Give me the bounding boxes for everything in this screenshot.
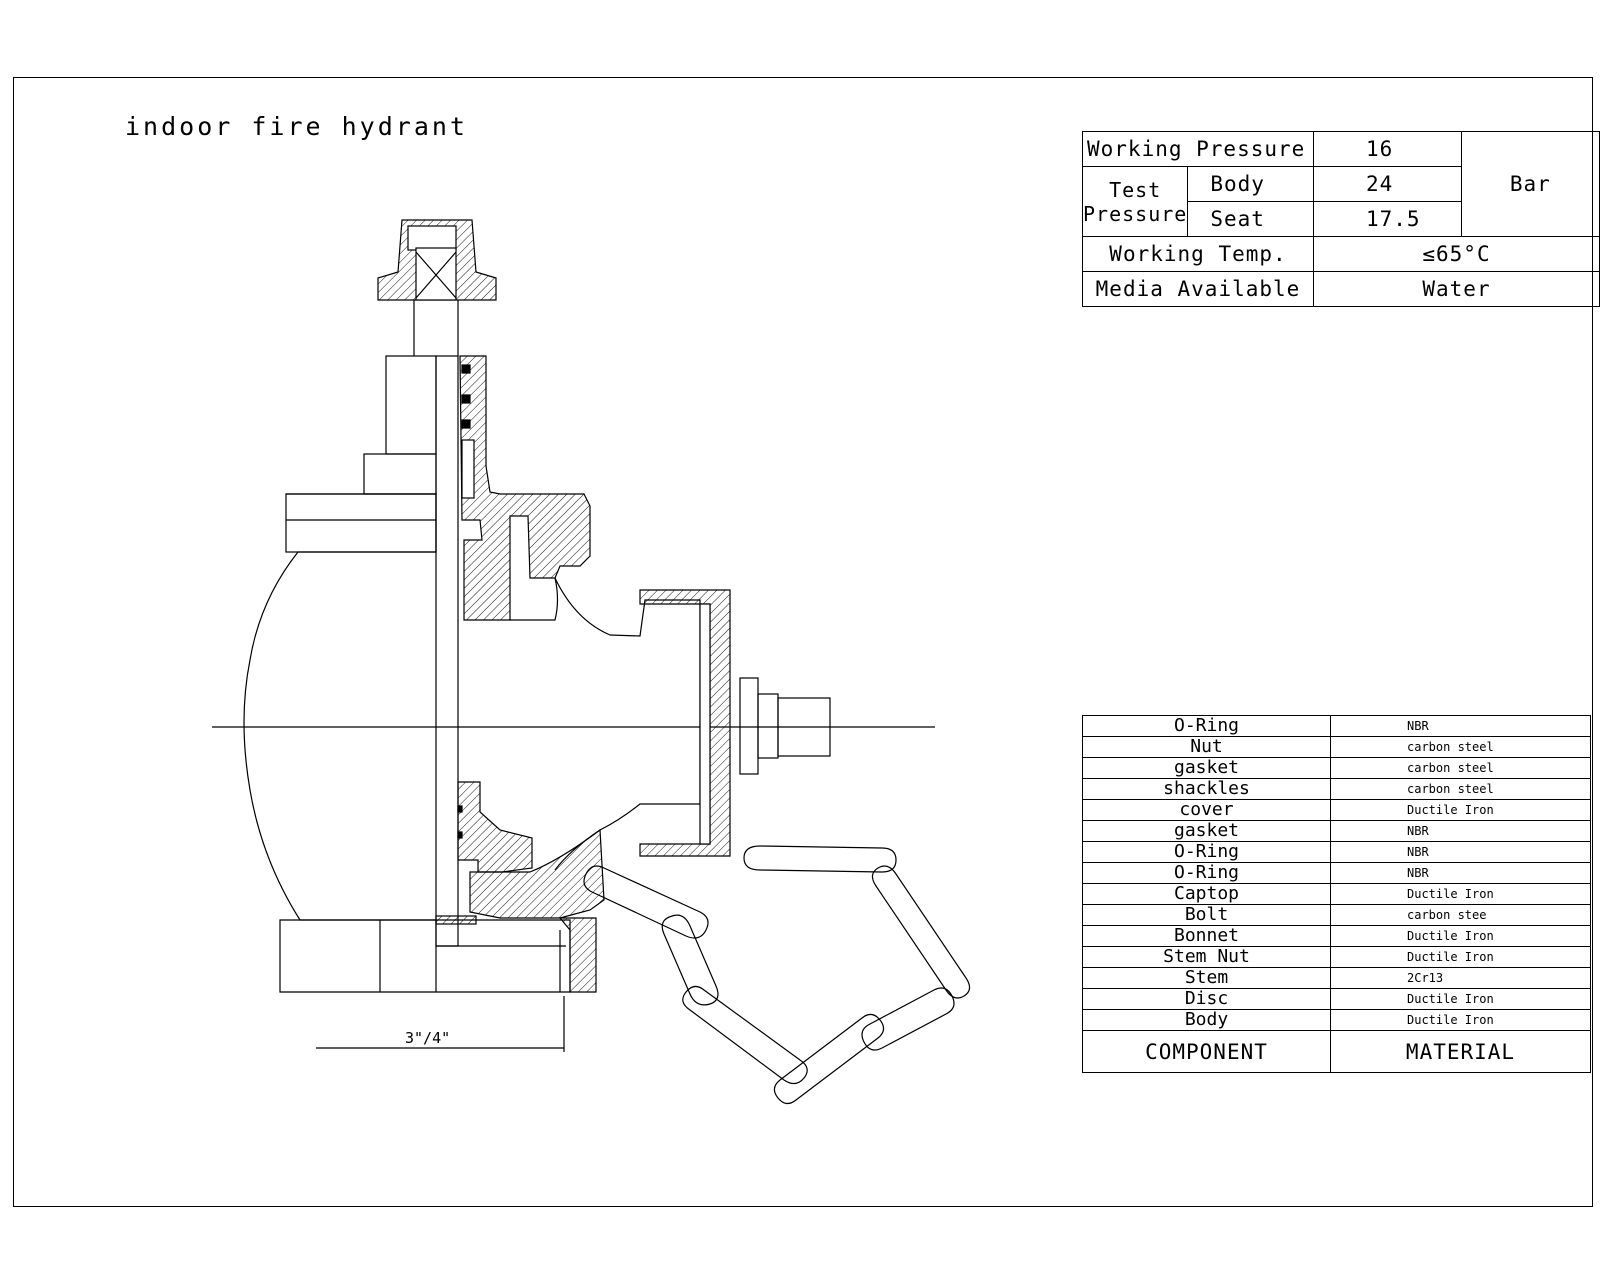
cover [639,589,731,857]
bom-material: Ductile Iron [1330,925,1591,947]
pressure-unit: Bar [1460,131,1600,237]
bom-material: Ductile Iron [1330,988,1591,1010]
bom-component: Stem Nut [1082,946,1331,968]
working-temp-label: Working Temp. [1082,236,1314,272]
drawing-frame [13,77,1593,1207]
seat-pressure-label: Seat [1187,201,1314,237]
bom-material: Ductile Iron [1330,799,1591,821]
inlet-hex [279,919,571,993]
bom-material: carbon steel [1330,757,1591,779]
working-pressure-label: Working Pressure [1082,131,1314,167]
bom-component: O-Ring [1082,715,1331,737]
bom-component: O-Ring [1082,862,1331,884]
bom-material: Ductile Iron [1330,883,1591,905]
bom-material: NBR [1330,715,1591,737]
bom-material: NBR [1330,841,1591,863]
bom-material: carbon steel [1330,778,1591,800]
spec-table: Working Pressure 16 Bar Test Pressure Bo… [1081,131,1600,307]
body-pressure-label: Body [1187,166,1314,202]
bom-material: NBR [1330,862,1591,884]
bom-material: carbon steel [1330,736,1591,758]
bom-material: Ductile Iron [1330,1009,1591,1031]
drawing-title: indoor fire hydrant [125,112,468,141]
test-pressure-label-line1: Test [1109,177,1162,202]
bom-header-component: COMPONENT [1082,1030,1331,1073]
seat [469,828,605,919]
bom-material: Ductile Iron [1330,946,1591,968]
bonnet [459,355,591,621]
bom-component: Disc [1082,988,1331,1010]
bom-component: Captop [1082,883,1331,905]
disc [457,781,533,873]
bom-component: Bolt [1082,904,1331,926]
bom-component: shackles [1082,778,1331,800]
bom-header-material: MATERIAL [1330,1030,1591,1073]
bom-component: O-Ring [1082,841,1331,863]
bom-material: carbon stee [1330,904,1591,926]
dimension-label: 3"/4" [405,1029,451,1047]
bom-component: Nut [1082,736,1331,758]
seat-pressure-value: 17.5 [1312,201,1462,237]
media-label: Media Available [1082,271,1314,307]
bom-component: gasket [1082,820,1331,842]
bom-header-row: COMPONENT MATERIAL [1082,1030,1591,1073]
bom-component: Body [1082,1009,1331,1031]
working-pressure-value: 16 [1312,131,1462,167]
test-pressure-label-line2: Pressure [1083,201,1188,226]
test-pressure-label: Test Pressure [1081,166,1189,237]
chain [583,845,971,1105]
bom-component: Bonnet [1082,925,1331,947]
media-value: Water [1312,271,1600,307]
bom-material: NBR [1330,820,1591,842]
bom-material: 2Cr13 [1330,967,1591,989]
bom-component: Stem [1082,967,1331,989]
bom-component: gasket [1082,757,1331,779]
body-outline [243,493,437,921]
bom-component: cover [1082,799,1331,821]
working-temp-value: ≤65°C [1312,236,1600,272]
body-pressure-value: 24 [1312,166,1462,202]
